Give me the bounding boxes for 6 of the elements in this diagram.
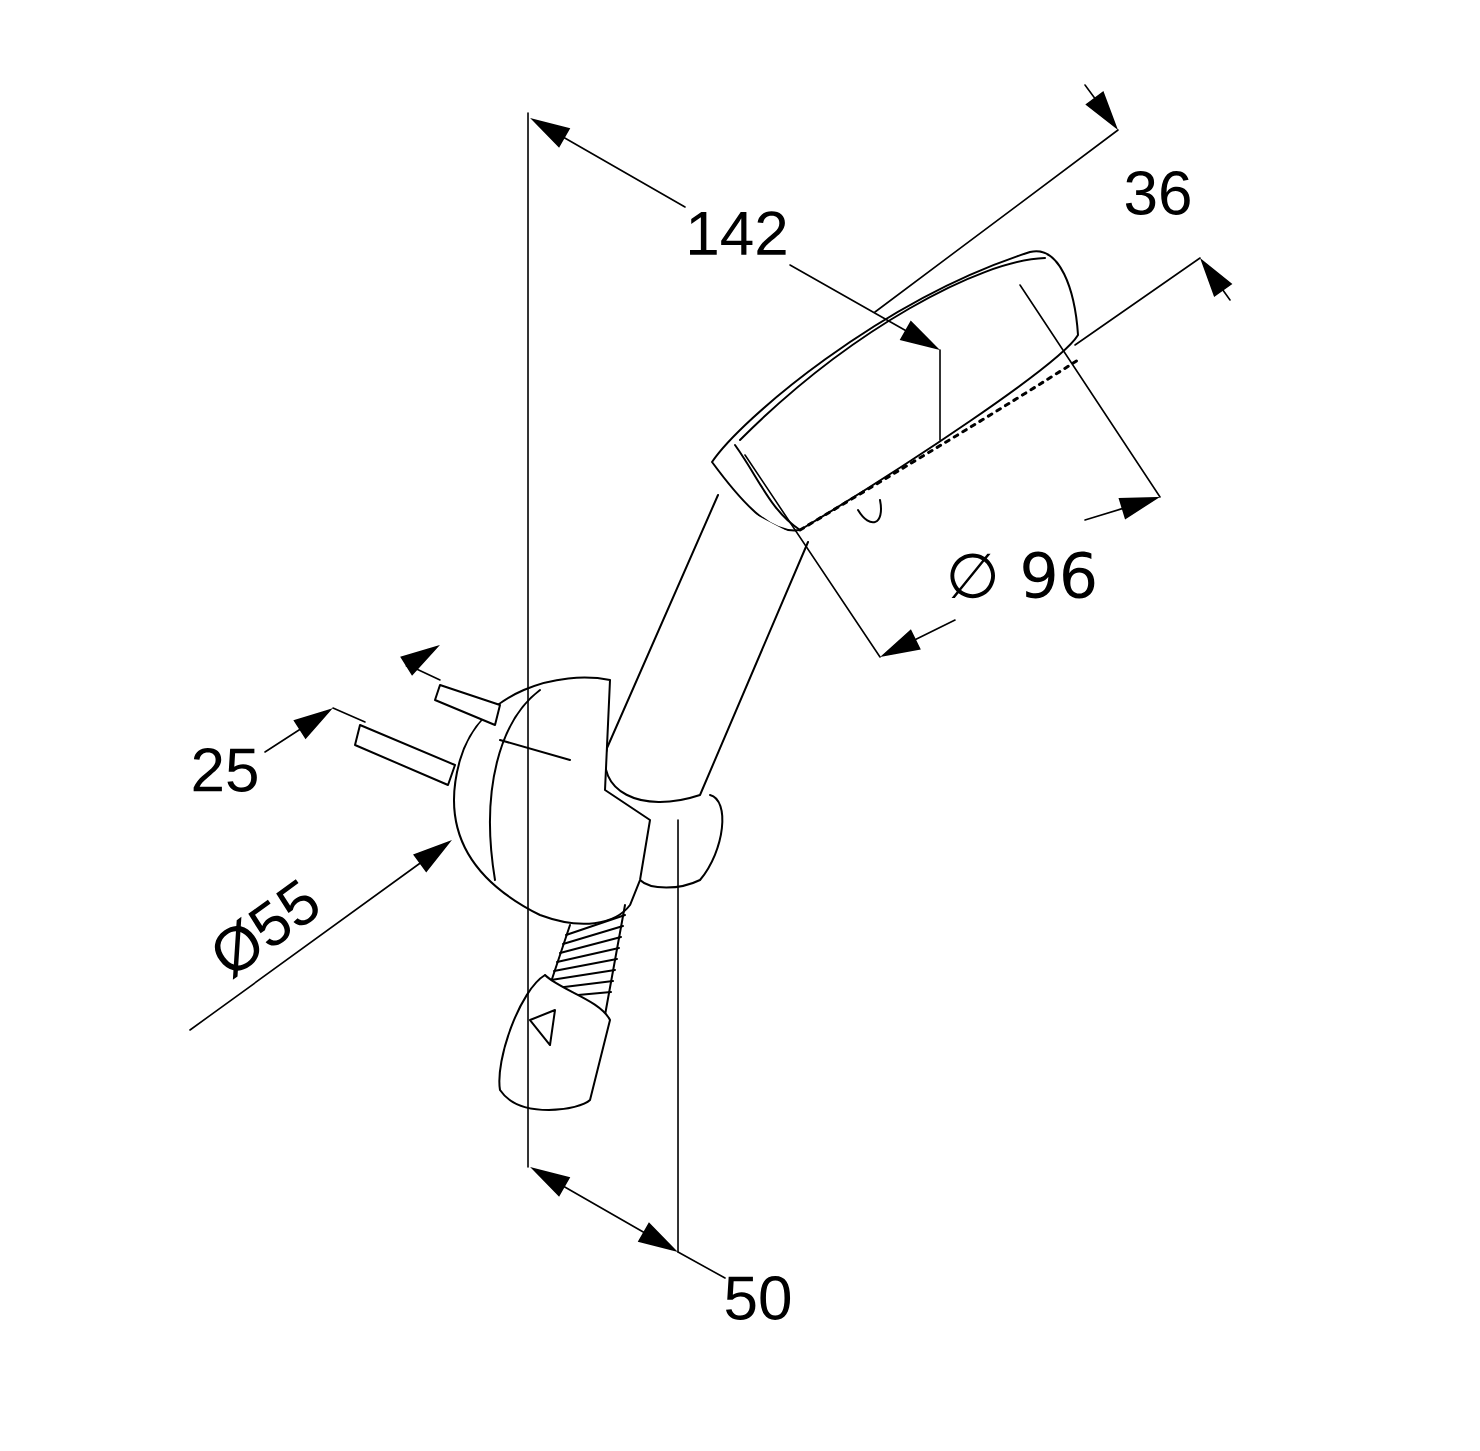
dimension-label: ∅ 96	[950, 551, 1095, 599]
dimension-label: 25	[193, 748, 257, 792]
dimension-label: 36	[1125, 171, 1190, 215]
dimension-label: 50	[726, 1276, 791, 1320]
dimension-label: 142	[690, 211, 786, 255]
dimension-label: Ø55	[214, 879, 318, 980]
